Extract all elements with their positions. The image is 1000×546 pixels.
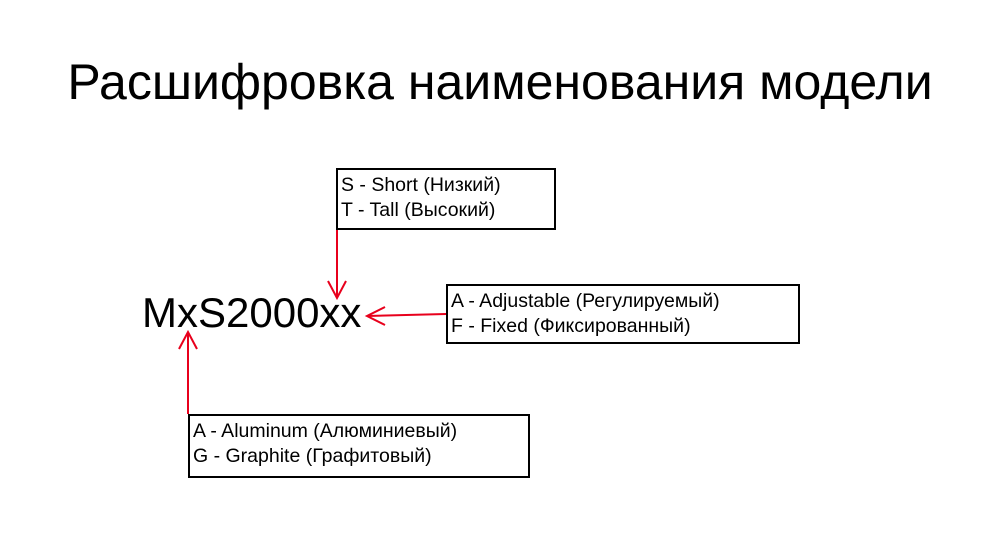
rim-legend-box: A - Adjustable (Регулируемый) F - Fixed …: [446, 284, 800, 344]
arrow-rim: [364, 306, 447, 326]
page-title: Расшифровка наименования модели: [67, 54, 933, 110]
height-legend-box: S - Short (Низкий) T - Tall (Высокий): [336, 168, 556, 230]
rim-option-adjustable: A - Adjustable (Регулируемый): [451, 290, 720, 312]
material-option-aluminum: A - Aluminum (Алюминиевый): [193, 420, 458, 442]
height-option-short: S - Short (Низкий): [341, 174, 501, 196]
material-option-graphite: G - Graphite (Графитовый): [193, 445, 432, 467]
rim-option-fixed: F - Fixed (Фиксированный): [451, 315, 691, 337]
model-code: MxS2000xx: [142, 289, 362, 336]
height-option-tall: T - Tall (Высокий): [341, 199, 496, 221]
arrow-material: [178, 329, 198, 414]
material-legend-box: A - Aluminum (Алюминиевый) G - Graphite …: [188, 414, 530, 478]
